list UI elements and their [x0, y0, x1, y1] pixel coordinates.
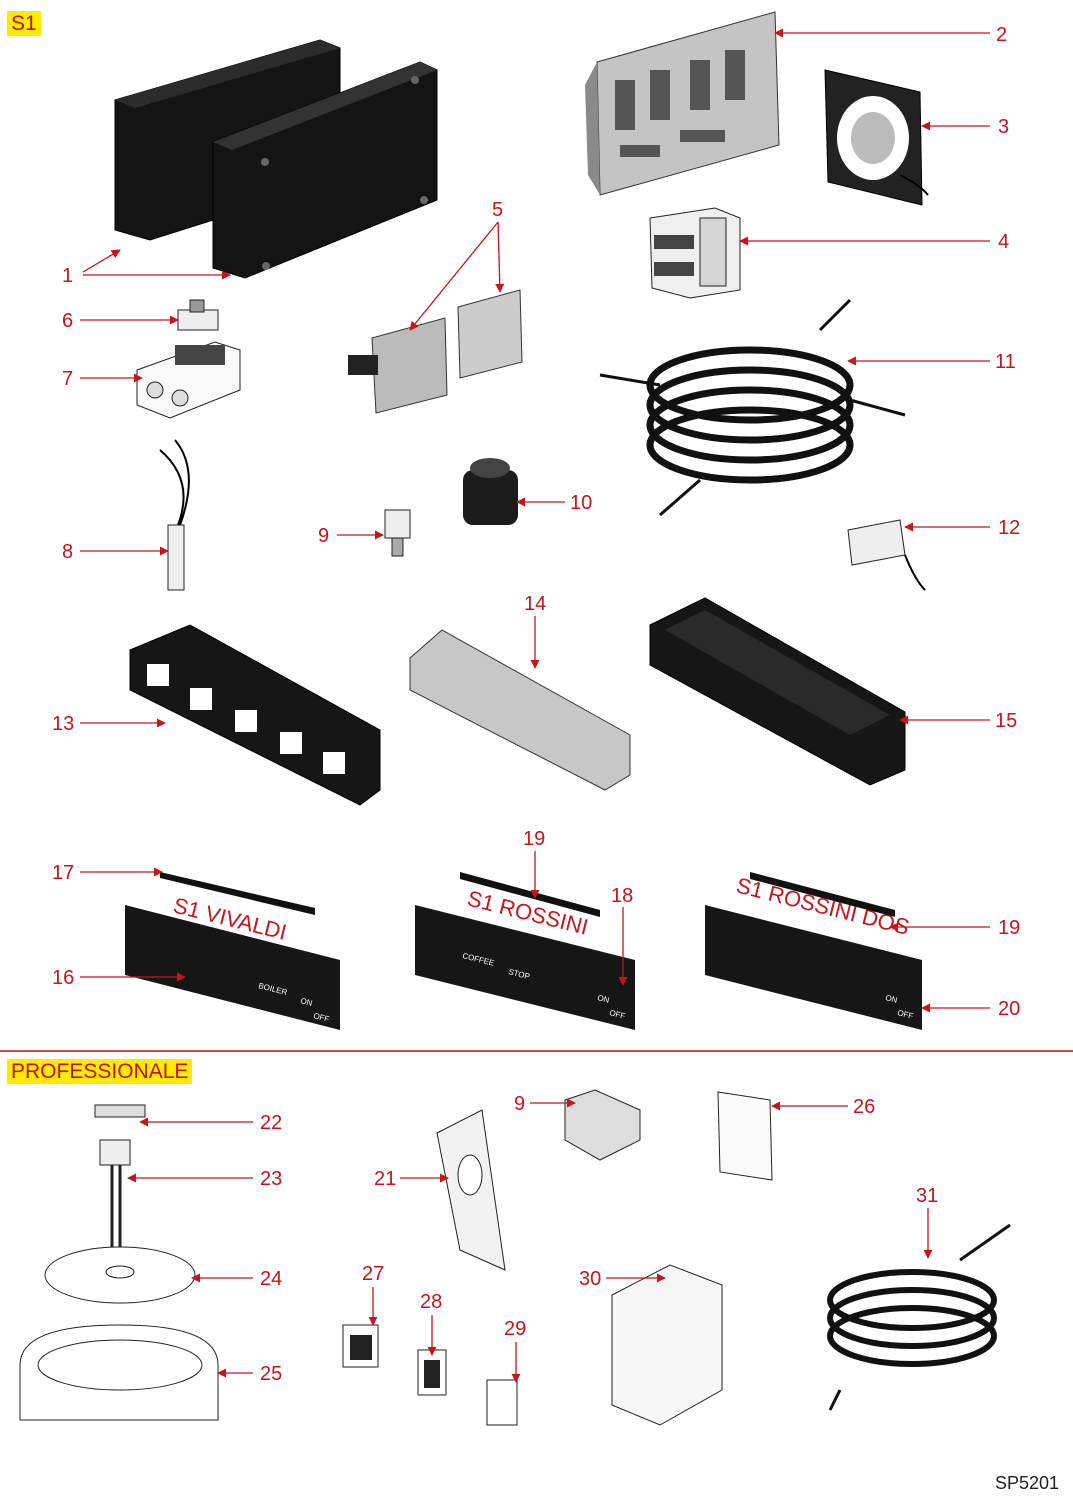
section-tag-s1: S1 — [7, 11, 41, 36]
callout-13: 13 — [52, 713, 74, 735]
part-12-reed-sensor — [847, 519, 926, 591]
callout-19b: 19 — [998, 917, 1020, 939]
callout-18: 18 — [611, 885, 633, 907]
part-20-rossini-dos-keypad: S1 ROSSINI DOS ON OFF — [705, 873, 922, 1030]
part-9-pressure-switch-bottom — [564, 1089, 641, 1161]
callout-8: 8 — [62, 541, 73, 563]
callout-2: 2 — [996, 24, 1007, 46]
part-3-cooling-fan — [824, 69, 929, 206]
callout-11: 11 — [995, 351, 1016, 373]
callout-27: 27 — [362, 1263, 384, 1285]
part-27-rocker-switch — [342, 1324, 379, 1368]
part-4-terminal-block — [649, 207, 741, 299]
callout-leaders — [80, 28, 990, 1383]
part-8-temperature-probe — [159, 439, 190, 591]
button-on-rossini: ON — [597, 993, 611, 1005]
part-17-vivaldi-label-strip — [160, 872, 315, 915]
part-29-switch — [486, 1379, 518, 1426]
part-13-keypad-frame — [129, 624, 381, 806]
callout-25: 25 — [260, 1363, 282, 1385]
button-off-rossini-dos: OFF — [897, 1008, 915, 1021]
callout-1: 1 — [62, 265, 73, 287]
callout-10: 10 — [570, 492, 592, 514]
callout-31: 31 — [916, 1185, 938, 1207]
button-on-rossini-dos: ON — [885, 993, 899, 1005]
callout-21: 21 — [374, 1168, 396, 1190]
part-6-small-component — [177, 299, 219, 331]
callout-24: 24 — [260, 1268, 282, 1290]
part-1-enclosure-boxes — [114, 39, 438, 279]
callout-30: 30 — [579, 1268, 601, 1290]
part-28-rocker-switch — [417, 1349, 447, 1396]
part-14-keypad-board — [409, 629, 631, 791]
part-18-rossini-keypad: S1 ROSSINI COFFEE STOP ON OFF — [415, 886, 635, 1030]
button-off-vivaldi: OFF — [313, 1011, 331, 1024]
part-25-boiler-shell — [19, 1324, 219, 1421]
callout-6: 6 — [62, 310, 73, 332]
callout-16: 16 — [52, 967, 74, 989]
callout-14: 14 — [524, 593, 546, 615]
section-divider — [0, 1050, 1073, 1052]
callout-26: 26 — [853, 1096, 875, 1118]
part-10-cable-gland — [463, 458, 518, 525]
callout-12: 12 — [998, 517, 1020, 539]
part-21-mounting-plate — [436, 1109, 506, 1271]
part-19-rossini-label-strip — [460, 872, 600, 917]
callout-29: 29 — [504, 1318, 526, 1340]
callout-3: 3 — [998, 116, 1009, 138]
part-2-circuit-board — [585, 11, 780, 196]
part-9-pressure-switch-top — [384, 509, 411, 557]
part-7-junction-box — [136, 341, 241, 419]
button-off-rossini: OFF — [609, 1008, 627, 1021]
part-19-rossini-dos-label-strip — [750, 872, 895, 917]
callout-22: 22 — [260, 1112, 282, 1134]
callout-23: 23 — [260, 1168, 282, 1190]
part-30-relay — [611, 1264, 723, 1426]
callout-9: 9 — [318, 525, 329, 547]
part-5-small-boards — [348, 289, 523, 414]
callout-5: 5 — [492, 199, 503, 221]
section-tag-professionale: PROFESSIONALE — [7, 1059, 193, 1084]
callout-28: 28 — [420, 1291, 442, 1313]
callout-17: 17 — [52, 862, 74, 884]
callout-19: 19 — [523, 828, 545, 850]
callout-15: 15 — [995, 710, 1017, 732]
part-24-gasket — [44, 1246, 196, 1304]
part-31-wire-harness — [827, 1223, 1011, 1411]
callout-numbers: 1 2 3 4 5 6 7 8 9 10 11 12 13 14 15 16 1… — [52, 24, 1020, 1385]
button-on-vivaldi: ON — [300, 996, 314, 1008]
callout-9-prof: 9 — [514, 1093, 525, 1115]
callout-7: 7 — [62, 368, 73, 390]
part-11-wire-harness — [599, 298, 906, 517]
drawing-code: SP5201 — [994, 1473, 1059, 1493]
callout-4: 4 — [998, 231, 1009, 253]
part-26-connector — [717, 1091, 773, 1181]
callout-20: 20 — [998, 998, 1020, 1020]
part-15-rear-cover — [649, 597, 906, 786]
